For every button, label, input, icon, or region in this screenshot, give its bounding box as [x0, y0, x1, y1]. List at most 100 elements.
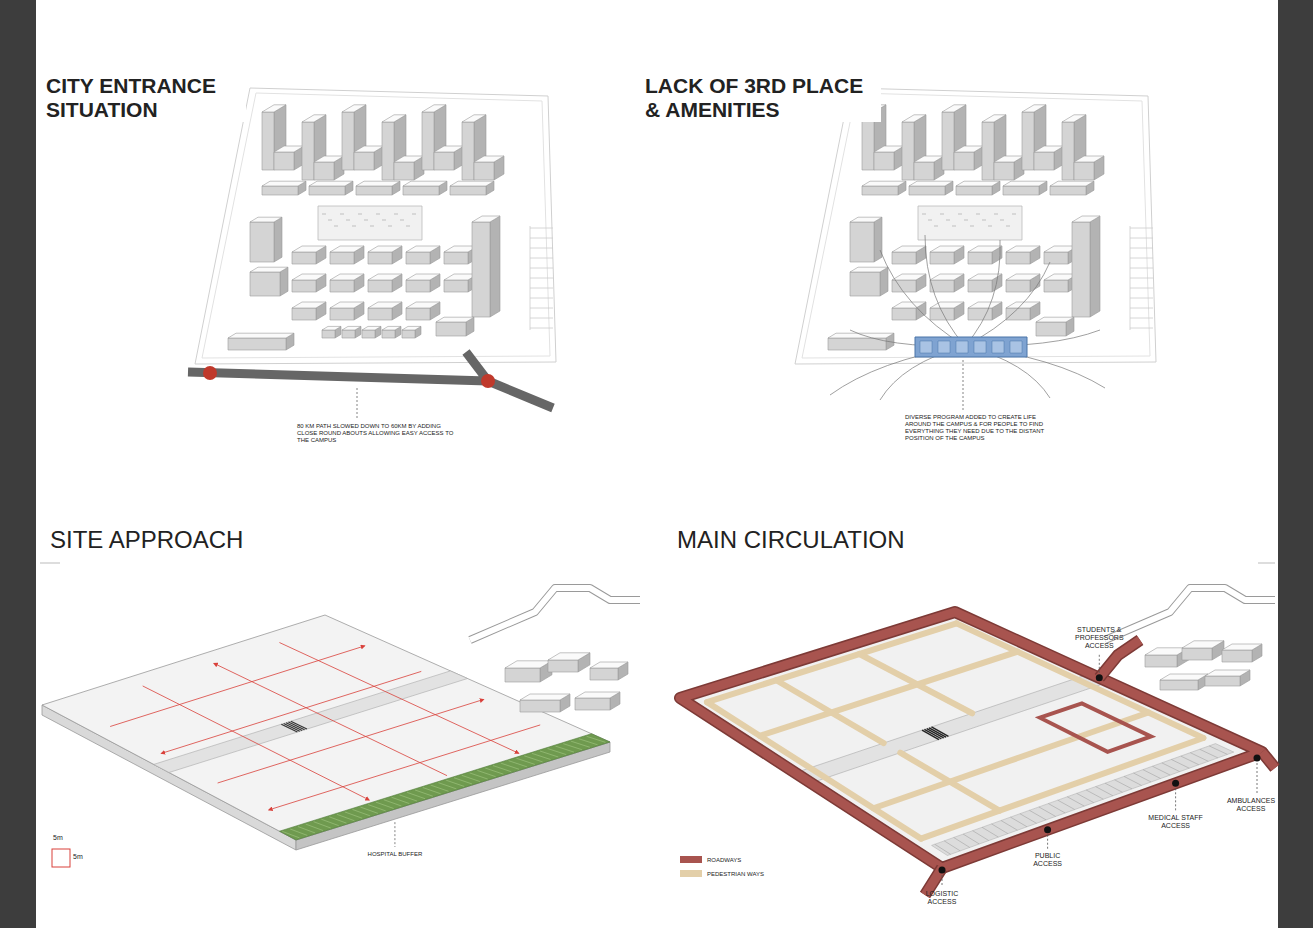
site-outline	[202, 93, 550, 358]
scale-label: 5m	[53, 834, 83, 842]
buffer-hatch	[509, 761, 527, 767]
building-roof	[1205, 670, 1250, 676]
pedestrian-way	[707, 623, 957, 702]
building-face	[1050, 186, 1086, 195]
park-hatch	[940, 214, 944, 215]
building-roof	[342, 326, 361, 330]
site-outline	[795, 88, 1156, 364]
building-roof	[450, 181, 494, 186]
parking-line	[1130, 258, 1153, 259]
building-face	[1006, 308, 1030, 320]
parking-line	[530, 288, 553, 289]
legend-entry: PEDESTRIAN WAYS	[680, 870, 764, 877]
parking-line	[1067, 797, 1084, 806]
building-face	[1006, 280, 1030, 292]
flow-curve	[880, 250, 965, 346]
building-face	[942, 112, 954, 170]
buffer-hatch	[321, 819, 338, 825]
park-strip	[918, 206, 1022, 240]
buffer-strip	[280, 734, 611, 840]
panel-title: CITY ENTRANCE SITUATION	[46, 74, 246, 122]
building-roof	[368, 274, 402, 280]
parking-line	[1162, 763, 1180, 772]
building-face	[954, 152, 974, 170]
parking-line	[1133, 773, 1151, 782]
building-face	[292, 252, 316, 264]
buffer-hatch	[423, 788, 441, 794]
parking-line	[530, 278, 553, 279]
park-hatch	[1006, 226, 1010, 227]
building-roof	[292, 246, 326, 252]
crosswalk	[927, 729, 944, 738]
building-face	[262, 112, 274, 170]
parking-line	[1130, 328, 1153, 329]
buffer-hatch	[353, 809, 371, 815]
building-face	[548, 660, 578, 672]
building-roof	[362, 326, 381, 330]
building-roof	[250, 267, 288, 272]
building-roof	[1006, 246, 1040, 252]
buffer-hatch	[587, 736, 606, 742]
park-hatch	[964, 220, 968, 221]
building-roof	[1022, 105, 1046, 112]
building-roof	[982, 115, 1006, 122]
building-face	[330, 280, 354, 292]
hospital-buffer	[280, 734, 611, 840]
building-face	[892, 308, 916, 320]
buffer-hatch	[282, 831, 299, 837]
parking-line	[1048, 804, 1065, 813]
parking-line	[1130, 298, 1153, 299]
parking-line	[973, 831, 989, 841]
parking-line	[530, 228, 553, 229]
city-model	[795, 88, 1156, 410]
building-roof	[956, 181, 1000, 186]
building-face	[406, 308, 430, 320]
parking-line	[530, 268, 553, 269]
building-roof	[474, 156, 504, 162]
park-hatch	[352, 226, 356, 227]
buffer-hatch	[376, 802, 394, 808]
building-side	[490, 216, 500, 317]
building-roof	[434, 146, 464, 152]
frame-left	[0, 0, 36, 928]
building-roof	[356, 181, 400, 186]
building-roof	[1222, 644, 1262, 650]
crosswalk	[929, 728, 946, 737]
park-hatch	[388, 226, 392, 227]
road-band	[154, 671, 468, 773]
building-side	[874, 217, 882, 262]
city-model	[188, 88, 556, 419]
buffer-hatch	[454, 778, 472, 784]
access-point	[939, 867, 946, 874]
park-hatch	[328, 220, 332, 221]
building-face	[402, 330, 415, 338]
park-hatch	[1000, 220, 1004, 221]
roadway	[680, 612, 1262, 868]
parking-line	[530, 226, 531, 330]
building-side	[274, 217, 282, 262]
access-label: STUDENTS & PROFESSORS ACCESS	[1071, 626, 1127, 650]
site-plane	[42, 615, 610, 840]
park-hatch	[958, 214, 962, 215]
buffer-hatch	[329, 817, 346, 823]
site-model	[42, 588, 640, 867]
building-face	[590, 668, 618, 680]
site-outline	[802, 93, 1150, 358]
building-roof	[382, 115, 406, 122]
buffer-label: HOSPITAL BUFFER	[350, 851, 440, 858]
parking-line	[1200, 749, 1218, 758]
parking-line	[530, 238, 553, 239]
park-hatch	[376, 214, 380, 215]
building-roof	[1050, 181, 1094, 186]
building-roof	[520, 694, 570, 700]
park-hatch	[934, 226, 938, 227]
parking-line	[1105, 783, 1122, 792]
building-face	[368, 308, 392, 320]
building-face	[902, 122, 914, 180]
buffer-hatch	[462, 775, 480, 781]
access-label: AMBULANCES ACCESS	[1226, 797, 1276, 813]
parking-line	[1029, 810, 1046, 820]
building-face	[874, 152, 894, 170]
building-roof	[968, 274, 1002, 280]
park-hatch	[370, 226, 374, 227]
